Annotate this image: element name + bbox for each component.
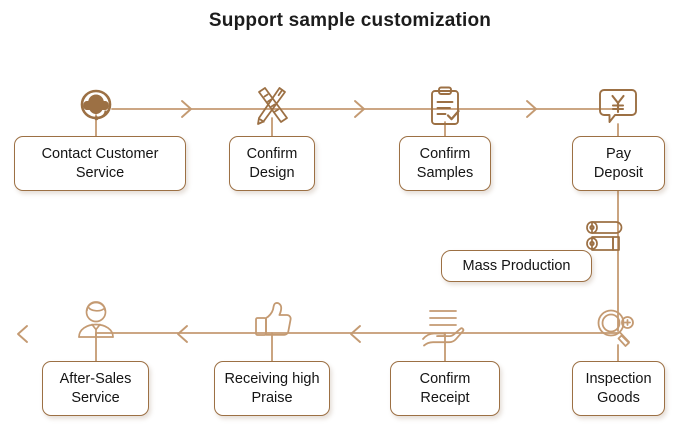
- arrow-left-3: [17, 325, 28, 343]
- arrow-left-2: [177, 325, 188, 343]
- ruler-pencil-design-icon: [249, 84, 295, 130]
- arrow-right-3: [526, 100, 537, 118]
- person-support-icon: [71, 299, 121, 343]
- hand-receive-document-icon: [417, 306, 471, 348]
- magnifier-inspect-icon: [592, 305, 644, 353]
- yen-speech-bubble-icon: [596, 84, 640, 130]
- thumbs-up-icon: [249, 300, 297, 344]
- arrow-right-2: [354, 100, 365, 118]
- node-label: Mass Production: [462, 257, 571, 274]
- arrow-left-1: [350, 325, 361, 343]
- page-title: Support sample customization: [208, 10, 492, 31]
- arrow-right-1: [181, 100, 192, 118]
- headset-customer-service-icon: [72, 83, 120, 131]
- clipboard-check-icon: [424, 84, 466, 128]
- fabric-rolls-icon: [583, 216, 633, 262]
- node-mass-production[interactable]: Mass Production: [441, 250, 592, 282]
